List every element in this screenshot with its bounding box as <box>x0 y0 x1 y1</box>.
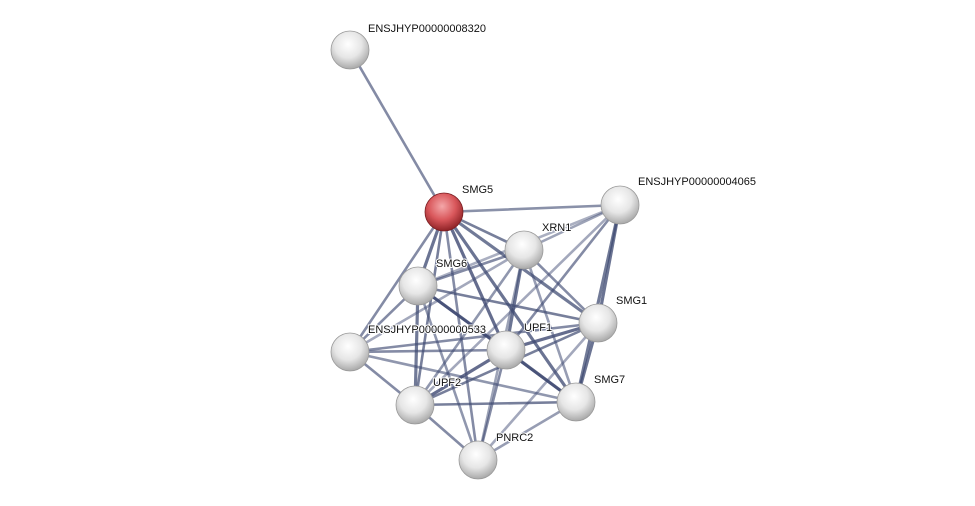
edge-SMG1-PNRC2[interactable] <box>476 321 600 462</box>
protein-node-icon[interactable] <box>600 185 640 225</box>
node-UPF2[interactable]: UPF2 <box>395 376 462 425</box>
node-label: ENSJHYP00000000533 <box>368 324 486 336</box>
protein-node-icon[interactable] <box>330 30 370 70</box>
node-SMG1[interactable]: SMG1 <box>578 294 648 343</box>
node-label: SMG1 <box>616 295 647 307</box>
edge-n4065-SMG7[interactable] <box>574 203 622 404</box>
protein-node-icon[interactable] <box>556 382 596 422</box>
edge-SMG6-SMG1[interactable] <box>416 284 600 325</box>
node-label: UPF1 <box>524 322 552 334</box>
node-n4065[interactable]: ENSJHYP00000004065 <box>600 175 757 225</box>
node-n8320[interactable]: ENSJHYP00000008320 <box>330 22 487 70</box>
edge-UPF2-SMG7[interactable] <box>413 400 578 407</box>
node-n533[interactable]: ENSJHYP00000000533 <box>330 323 487 372</box>
node-label: SMG5 <box>462 184 493 196</box>
node-label: SMG6 <box>436 258 467 270</box>
edge-XRN1-UPF2[interactable] <box>413 248 526 407</box>
protein-node-icon[interactable] <box>330 332 370 372</box>
edge-SMG5-UPF1[interactable] <box>442 210 508 352</box>
edge-SMG1-n533[interactable] <box>348 321 600 354</box>
edge-SMG5-UPF2[interactable] <box>413 210 446 407</box>
node-label: UPF2 <box>433 377 461 389</box>
node-SMG6[interactable]: SMG6 <box>398 257 468 306</box>
node-PNRC2[interactable]: PNRC2 <box>458 431 534 480</box>
protein-node-icon[interactable] <box>578 303 618 343</box>
node-label: ENSJHYP00000008320 <box>368 23 486 35</box>
edge-SMG5-n4065[interactable] <box>442 203 622 214</box>
node-SMG7[interactable]: SMG7 <box>556 373 626 422</box>
protein-node-icon[interactable] <box>486 330 526 370</box>
edge-n4065-UPF2[interactable] <box>413 203 622 407</box>
query-protein-node-icon[interactable] <box>424 192 464 232</box>
edge-SMG5-SMG7[interactable] <box>442 210 578 404</box>
node-label: ENSJHYP00000004065 <box>638 176 756 188</box>
protein-node-icon[interactable] <box>504 230 544 270</box>
edge-SMG5-n533[interactable] <box>348 210 446 354</box>
edge-XRN1-SMG7[interactable] <box>522 248 578 404</box>
protein-node-icon[interactable] <box>398 266 438 306</box>
node-label: SMG7 <box>594 374 625 386</box>
node-XRN1[interactable]: XRN1 <box>504 221 572 270</box>
node-label: XRN1 <box>542 222 571 234</box>
protein-node-icon[interactable] <box>395 385 435 425</box>
node-label: PNRC2 <box>496 432 533 444</box>
edge-n8320-SMG5[interactable] <box>348 48 446 214</box>
edge-n533-UPF1[interactable] <box>348 348 508 354</box>
edge-SMG5-PNRC2[interactable] <box>442 210 480 462</box>
node-SMG5[interactable]: SMG5 <box>424 183 494 232</box>
protein-node-icon[interactable] <box>458 440 498 480</box>
edge-n4065-UPF1[interactable] <box>504 203 622 352</box>
node-UPF1[interactable]: UPF1 <box>486 321 553 370</box>
